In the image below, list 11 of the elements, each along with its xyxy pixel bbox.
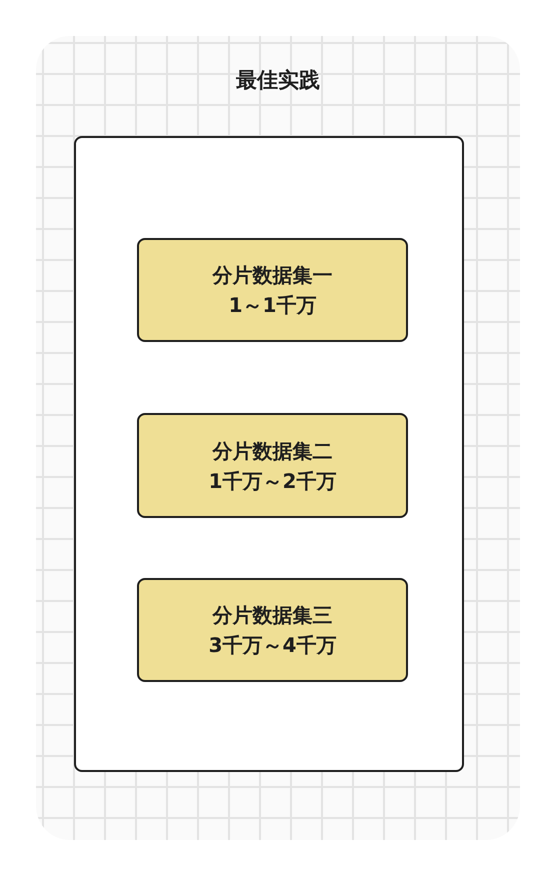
shard-box <box>137 413 408 518</box>
title: 最佳实践 <box>235 67 321 94</box>
shard-range: 1～1千万 <box>228 292 316 319</box>
shard-range: 1千万～2千万 <box>208 468 336 494</box>
shard-name: 分片数据集一 <box>212 262 332 289</box>
shard-name: 分片数据集二 <box>212 438 332 464</box>
shard-name: 分片数据集三 <box>212 602 332 629</box>
shard-range: 3千万～4千万 <box>208 632 336 659</box>
shard-box <box>137 578 408 682</box>
shard-box <box>137 238 408 342</box>
container-box <box>74 136 464 772</box>
